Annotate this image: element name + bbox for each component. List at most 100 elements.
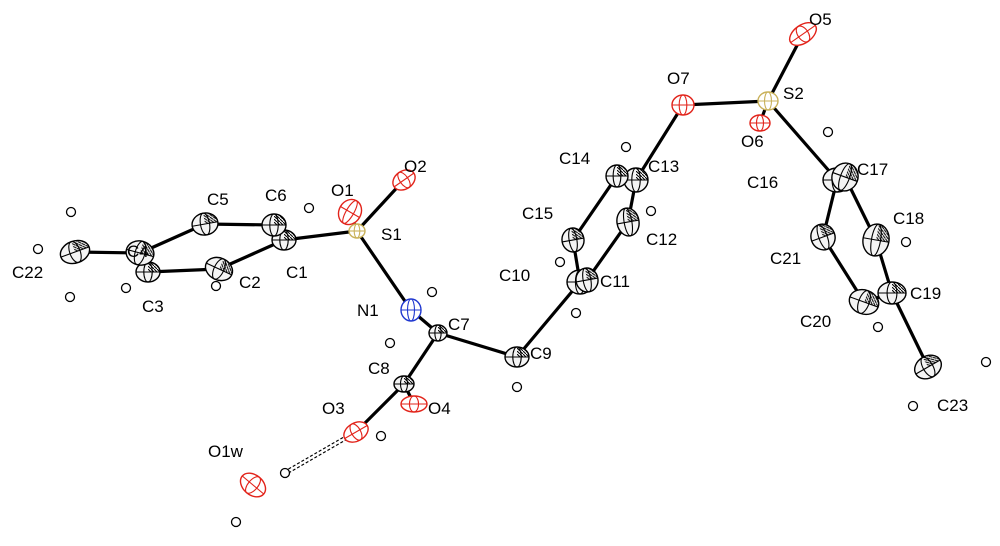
hydrogen-atom	[64, 291, 76, 303]
hydrogen-atom	[822, 126, 834, 138]
hydrogen-atom	[511, 381, 523, 393]
atom-O4	[400, 395, 428, 413]
label-C23: C23	[937, 396, 968, 415]
hydrogens-layer	[32, 126, 992, 528]
atom-O5	[788, 21, 818, 47]
label-C5: C5	[207, 190, 229, 209]
label-C4: C4	[127, 242, 149, 261]
label-C3: C3	[142, 297, 164, 316]
bond-S1-N1	[355, 229, 413, 312]
atom-O3	[343, 421, 369, 443]
hydrogen-atom	[375, 430, 387, 442]
label-C21: C21	[770, 249, 801, 268]
hydrogen-atom	[65, 206, 77, 218]
bond-C14-C15	[571, 174, 619, 242]
atom-C8	[393, 375, 415, 393]
atom-C20	[848, 288, 880, 316]
label-O6: O6	[741, 132, 764, 151]
atom-O6	[749, 114, 771, 132]
atom-S1	[348, 223, 366, 239]
atom-C7	[428, 324, 448, 342]
label-O3: O3	[322, 399, 345, 418]
atom-C18	[862, 223, 890, 257]
hydrogen-atom	[32, 243, 44, 255]
label-C14: C14	[559, 149, 590, 168]
atom-O1w	[239, 472, 267, 498]
atom-O2	[392, 169, 416, 191]
bond-S2-C16	[766, 99, 839, 182]
hydrogen-atom	[554, 256, 566, 268]
label-C19: C19	[910, 284, 941, 303]
atom-O1	[337, 198, 363, 226]
bond-C9-C10	[515, 280, 582, 359]
atom-C13	[623, 167, 649, 193]
label-C7: C7	[448, 315, 470, 334]
hydrogen-atom	[570, 307, 582, 319]
bond-C13-O7	[634, 103, 685, 182]
hydrogen-atom	[279, 467, 291, 479]
hydrogen-atom	[303, 202, 315, 214]
label-O7: O7	[667, 69, 690, 88]
label-C11: C11	[600, 272, 630, 291]
atom-C21	[810, 223, 836, 251]
hydrogen-atom	[980, 356, 992, 368]
label-C12: C12	[646, 230, 677, 249]
label-S2: S2	[783, 84, 804, 103]
atom-C11	[575, 267, 599, 293]
label-C17: C17	[857, 160, 888, 179]
hydrogen-atom	[120, 282, 132, 294]
label-C8: C8	[368, 359, 390, 378]
label-C10: C10	[499, 266, 530, 285]
hydrogen-atom	[900, 236, 912, 248]
atom-N1	[400, 298, 422, 322]
hydrogen-atom	[426, 286, 438, 298]
hydrogen-atom	[907, 400, 919, 412]
bond-O7-S2	[681, 99, 770, 107]
bond-C7-C8	[402, 331, 440, 386]
atom-C17	[831, 162, 859, 192]
label-O4: O4	[428, 399, 451, 418]
label-C2: C2	[239, 273, 261, 292]
label-C9: C9	[530, 344, 552, 363]
bond-C7-C9	[436, 331, 519, 359]
label-O2: O2	[404, 157, 427, 176]
atom-C15	[561, 227, 585, 253]
atom-S2	[757, 91, 779, 111]
hbond-O3-H1w-1	[284, 433, 357, 476]
hydrogen-atom	[620, 141, 632, 153]
atom-C12	[616, 207, 640, 237]
atom-C2	[204, 256, 234, 282]
atom-C5	[191, 212, 219, 236]
atom-C4	[125, 240, 155, 266]
atom-C6	[261, 213, 287, 237]
label-O1: O1	[331, 181, 354, 200]
label-C22: C22	[12, 263, 43, 282]
hydrogen-atom	[210, 280, 222, 292]
atom-C9	[504, 346, 530, 368]
label-C15: C15	[522, 204, 553, 223]
label-N1: N1	[357, 301, 379, 320]
hbond-O3-H1w-0	[284, 429, 357, 472]
label-O1w: O1w	[208, 442, 244, 461]
atom-C14	[605, 164, 629, 188]
hydrogen-atom	[645, 205, 657, 217]
hydrogen-atom	[230, 516, 242, 528]
label-C18: C18	[893, 209, 924, 228]
bond-C19-C23	[890, 291, 930, 369]
atoms-layer	[59, 21, 943, 498]
atom-C19	[877, 281, 907, 305]
label-S1: S1	[381, 225, 402, 244]
hydrogen-atom	[872, 321, 884, 333]
label-C13: C13	[648, 157, 679, 176]
hydrogen-atom	[384, 337, 396, 349]
atom-C23	[913, 354, 943, 380]
label-C20: C20	[800, 312, 831, 331]
label-O5: O5	[809, 10, 832, 29]
atom-O7	[671, 94, 695, 116]
atom-C22	[59, 239, 91, 265]
label-C16: C16	[747, 173, 778, 192]
label-C6: C6	[265, 186, 287, 205]
